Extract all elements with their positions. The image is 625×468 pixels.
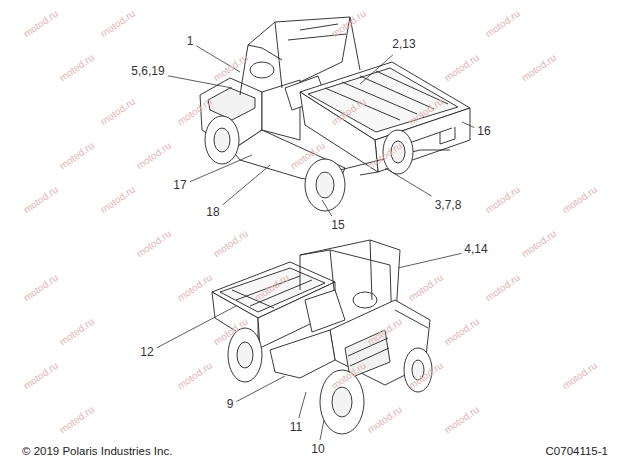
watermark: motod.ru [175,96,214,128]
watermark: motod.ru [57,140,96,172]
watermark: motod.ru [560,184,599,216]
watermark: motod.ru [288,140,327,172]
callout-number: 11 [290,421,302,435]
watermark: motod.ru [442,52,481,84]
watermark: motod.ru [406,96,445,128]
callout-number: 9 [227,398,234,412]
callout-number: 12 [140,346,153,360]
watermark: motod.ru [98,184,137,216]
watermark: motod.ru [211,316,250,348]
watermark: motod.ru [365,140,404,172]
callout-number: 15 [331,219,344,233]
watermark: motod.ru [442,404,481,436]
watermark: motod.ru [21,272,60,304]
watermark: motod.ru [21,184,60,216]
watermark: motod.ru [483,184,522,216]
watermark: motod.ru [483,272,522,304]
vehicle-line-art [270,330,335,378]
leader-line [398,253,461,268]
watermark: motod.ru [519,228,558,260]
watermark: motod.ru [329,8,368,40]
vehicle-line-art [208,88,255,120]
watermark: motod.ru [483,8,522,40]
leader-line [223,165,270,205]
leader-line [462,122,474,128]
vehicle-line-art [248,45,282,60]
callout-number: 10 [311,443,324,457]
vehicle-line-art [332,387,352,417]
callout-number: 17 [173,179,186,193]
watermark: motod.ru [57,52,96,84]
footer-note: © 2019 Polaris Industries Inc. [22,445,172,458]
vehicle-line-art [316,172,334,198]
watermark: motod.ru [252,272,291,304]
vehicle-line-art [237,342,253,368]
leader-line [385,168,432,196]
callout-number: 2,13 [392,38,415,52]
watermark: motod.ru [442,316,481,348]
leader-line [190,155,252,182]
vehicle-line-art [205,116,239,164]
callout-number: 3,7,8 [435,199,462,213]
watermark: motod.ru [406,360,445,392]
watermark: motod.ru [21,360,60,392]
watermark: motod.ru [329,96,368,128]
callout-number: 16 [477,125,490,139]
vehicle-line-art [305,159,345,211]
watermark: motod.ru [57,404,96,436]
watermark: motod.ru [57,316,96,348]
watermark: motod.ru [175,272,214,304]
watermark: motod.ru [560,360,599,392]
top-vehicle [200,17,470,211]
watermark: motod.ru [329,360,368,392]
leader-line [320,420,324,440]
callout-number: 4,14 [464,243,487,257]
vehicle-line-art [353,292,377,308]
watermark: motod.ru [211,52,250,84]
leader-line [322,200,332,216]
watermark: motod.ru [134,140,173,172]
callout-number: 5,6,19 [131,65,164,79]
watermark: motod.ru [98,96,137,128]
vehicle-line-art [250,62,274,78]
leader-line [236,376,285,402]
vehicle-line-art [214,128,230,152]
callout-number: 1 [187,35,194,49]
callout-number: 18 [206,206,219,220]
watermark: motod.ru [365,404,404,436]
watermark: motod.ru [211,228,250,260]
watermark: motod.ru [519,52,558,84]
watermark: motod.ru [365,316,404,348]
watermark: motod.ru [406,272,445,304]
watermark: motod.ru [175,360,214,392]
leader-line [299,392,306,418]
watermark: motod.ru [98,8,137,40]
leader-line [360,55,393,84]
footer-note: C0704115-1 [546,445,608,458]
watermark: motod.ru [21,8,60,40]
watermark: motod.ru [134,228,173,260]
